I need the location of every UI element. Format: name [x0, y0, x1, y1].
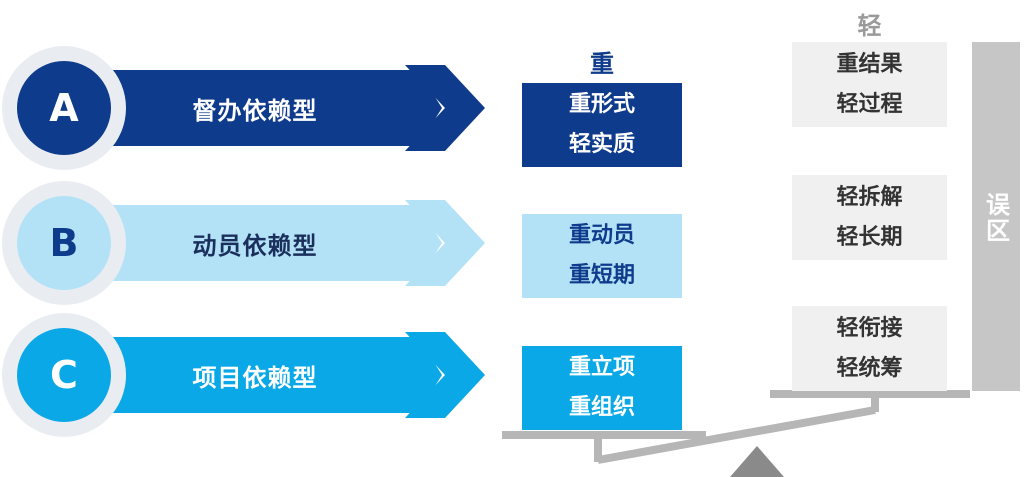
circle-a-ring: A: [2, 46, 126, 170]
scale-left-platform: [502, 431, 706, 439]
middle-box-b-line1: 重动员: [568, 223, 635, 248]
scale-beam: [597, 406, 876, 464]
misconception-bar: 误区: [972, 42, 1020, 391]
right-box-c: 轻衔接 轻统筹: [792, 306, 947, 391]
right-box-a-line1: 重结果: [836, 51, 903, 77]
row-b: B 动员依赖型: [0, 178, 500, 308]
middle-box-b-line2: 重短期: [568, 263, 635, 288]
circle-a-letter: A: [17, 61, 111, 155]
circle-b-ring: B: [2, 181, 126, 305]
right-header: 轻: [857, 12, 882, 40]
right-box-b: 轻拆解 轻长期: [792, 175, 947, 260]
row-a-label: 督办依赖型: [192, 96, 318, 125]
middle-box-c: 重立项 重组织: [522, 346, 682, 430]
arrow-c: [105, 332, 485, 418]
middle-box-c-line2: 重组织: [568, 395, 635, 420]
scale-pivot: [730, 446, 784, 477]
circle-c-ring: C: [2, 313, 126, 437]
middle-box-a-line1: 重形式: [568, 92, 635, 117]
row-b-label: 动员依赖型: [192, 231, 318, 260]
middle-box-a-line2: 轻实质: [568, 132, 635, 157]
right-box-a: 重结果 轻过程: [792, 42, 947, 127]
misconception-label: 误区: [981, 192, 1010, 244]
row-a: A 督办依赖型: [0, 43, 500, 173]
arrow-a: [105, 65, 485, 151]
right-box-c-line1: 轻衔接: [836, 315, 903, 341]
middle-header: 重: [590, 50, 614, 78]
right-box-b-line1: 轻拆解: [836, 184, 903, 210]
middle-box-c-line1: 重立项: [568, 355, 635, 380]
arrow-b: [105, 200, 485, 286]
right-box-c-line2: 轻统筹: [836, 355, 903, 381]
middle-box-a: 重形式 轻实质: [522, 83, 682, 167]
right-box-a-line2: 轻过程: [836, 91, 903, 117]
circle-c-letter: C: [17, 328, 111, 422]
row-c: C 项目依赖型: [0, 310, 500, 440]
row-c-label: 项目依赖型: [192, 363, 318, 392]
middle-box-b: 重动员 重短期: [522, 214, 682, 298]
scale-right-platform: [770, 390, 970, 398]
right-box-b-line2: 轻长期: [836, 224, 903, 250]
circle-b-letter: B: [17, 196, 111, 290]
